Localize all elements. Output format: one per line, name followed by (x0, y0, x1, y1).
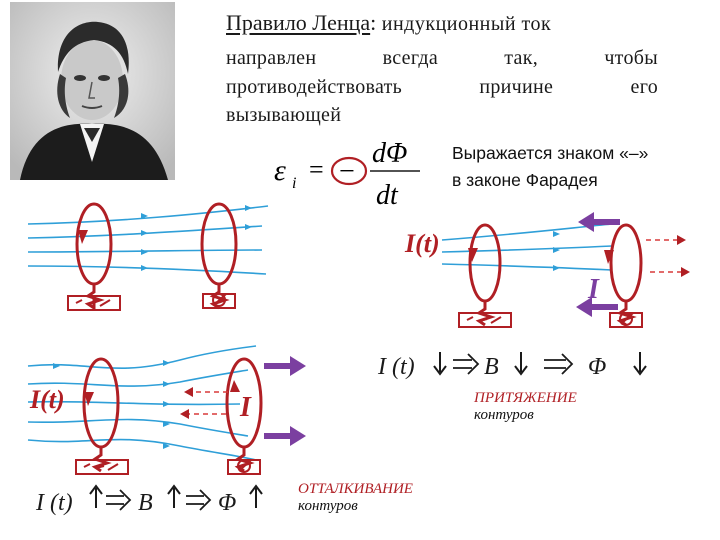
current-arrow (468, 248, 478, 262)
faraday-note-line-1: Выражается знаком «–» (452, 143, 649, 163)
implies-icon (186, 489, 212, 511)
attraction-caption-main: ПРИТЯЖЕНИЕ (474, 390, 577, 406)
minus-sign: − (339, 156, 355, 187)
field-arrows-top-left (141, 205, 252, 271)
galvanometer-left (67, 295, 121, 311)
repulsion-caption: ОТТАЛКИВАНИЕ контуров (298, 481, 413, 515)
faraday-formula: ε i = − dΦ dt (272, 134, 442, 211)
rule-word: чтобы (604, 47, 658, 69)
purple-arrow-right-top (264, 356, 306, 376)
induced-current-arrow (230, 380, 240, 392)
portrait-lenz (10, 2, 175, 180)
attraction-caption: ПРИТЯЖЕНИЕ контуров (474, 390, 577, 424)
galvanometer-repulsion-left (75, 459, 129, 475)
up-arrow-icon (249, 484, 263, 508)
chain-down-phi: Φ (588, 354, 606, 380)
field-arrows-bottom-left (53, 360, 170, 449)
galvanometer-attraction-left (458, 312, 512, 328)
implies-icon (544, 353, 574, 375)
rule-word: всегда (382, 47, 438, 69)
induced-field-dashed (180, 387, 228, 419)
up-arrow-icon (89, 484, 103, 508)
chain-up-b: B (138, 490, 153, 516)
implies-icon (453, 353, 480, 375)
field-lines-top-right (441, 223, 613, 271)
chain-decreasing: I (t) B Φ (377, 352, 647, 380)
field-arrows-top-right (553, 231, 560, 271)
emf-subscript: i (292, 175, 296, 192)
rule-title-name: Правило Ленца (226, 10, 371, 35)
rule-title-rest: индукционный ток (376, 13, 552, 35)
induced-field-dashed (646, 235, 690, 277)
label-current-t-attraction: I(t) (404, 229, 440, 258)
repulsion-caption-sub: контуров (298, 498, 358, 514)
chain-increasing: I (t) B Φ (35, 484, 263, 516)
rule-line-3: противодействовать причине его (226, 76, 658, 99)
down-arrow-icon (633, 352, 647, 376)
label-current-t-repulsion: I(t) (29, 385, 65, 414)
chain-down-b: B (484, 354, 499, 380)
chain-up-i: I (35, 490, 45, 516)
equals-sign: = (309, 155, 324, 184)
field-lines-top-left (27, 205, 269, 275)
galvanometer-right (202, 293, 236, 309)
induced-current-arrow (604, 250, 614, 264)
coil-loop (468, 223, 502, 327)
rule-word: так, (504, 47, 539, 69)
current-arrow (84, 392, 94, 406)
coil-loop (75, 202, 113, 311)
rule-title: Правило Ленца: индукционный ток (226, 10, 551, 36)
implies-icon (106, 489, 132, 511)
down-arrow-icon (514, 352, 528, 376)
galvanometer-repulsion-right (227, 459, 261, 475)
rule-word: вызывающей (226, 104, 342, 126)
label-induced-attraction: I (587, 274, 600, 305)
purple-arrow-right-bottom (264, 426, 306, 446)
galvanometer-attraction-right (609, 312, 643, 328)
chain-down-i: I (377, 354, 387, 380)
coil-loop (200, 202, 238, 310)
down-arrow-icon (433, 352, 447, 376)
rule-word: направлен (226, 47, 317, 69)
chain-up-phi: Φ (218, 490, 236, 516)
faraday-note-line-2: в законе Фарадея (452, 170, 598, 190)
chain-up-t: (t) (50, 490, 73, 516)
attraction-caption-sub: контуров (474, 407, 534, 423)
purple-arrow-left-top (578, 212, 620, 232)
up-arrow-icon (167, 484, 181, 508)
rule-word: причине (479, 76, 554, 98)
label-induced-repulsion: I (239, 392, 252, 423)
denominator: dt (376, 180, 399, 211)
rule-title-colon: : (370, 10, 377, 35)
purple-arrow-left-bottom (576, 297, 618, 317)
rule-line-4: вызывающей (226, 104, 658, 127)
emf-symbol: ε (274, 154, 286, 187)
chain-down-t: (t) (392, 354, 415, 380)
rule-word: его (630, 76, 658, 98)
rule-word: противодействовать (226, 76, 403, 98)
minus-highlight-circle (330, 156, 368, 186)
coil-loop (82, 357, 120, 473)
portrait-drawing (10, 2, 175, 180)
faraday-note: Выражается знаком «–» в законе Фарадея (452, 140, 648, 194)
rule-line-2: направлен всегда так, чтобы (226, 47, 658, 70)
numerator: dΦ (372, 138, 407, 169)
current-arrow (78, 230, 88, 244)
repulsion-caption-main: ОТТАЛКИВАНИЕ (298, 481, 413, 497)
